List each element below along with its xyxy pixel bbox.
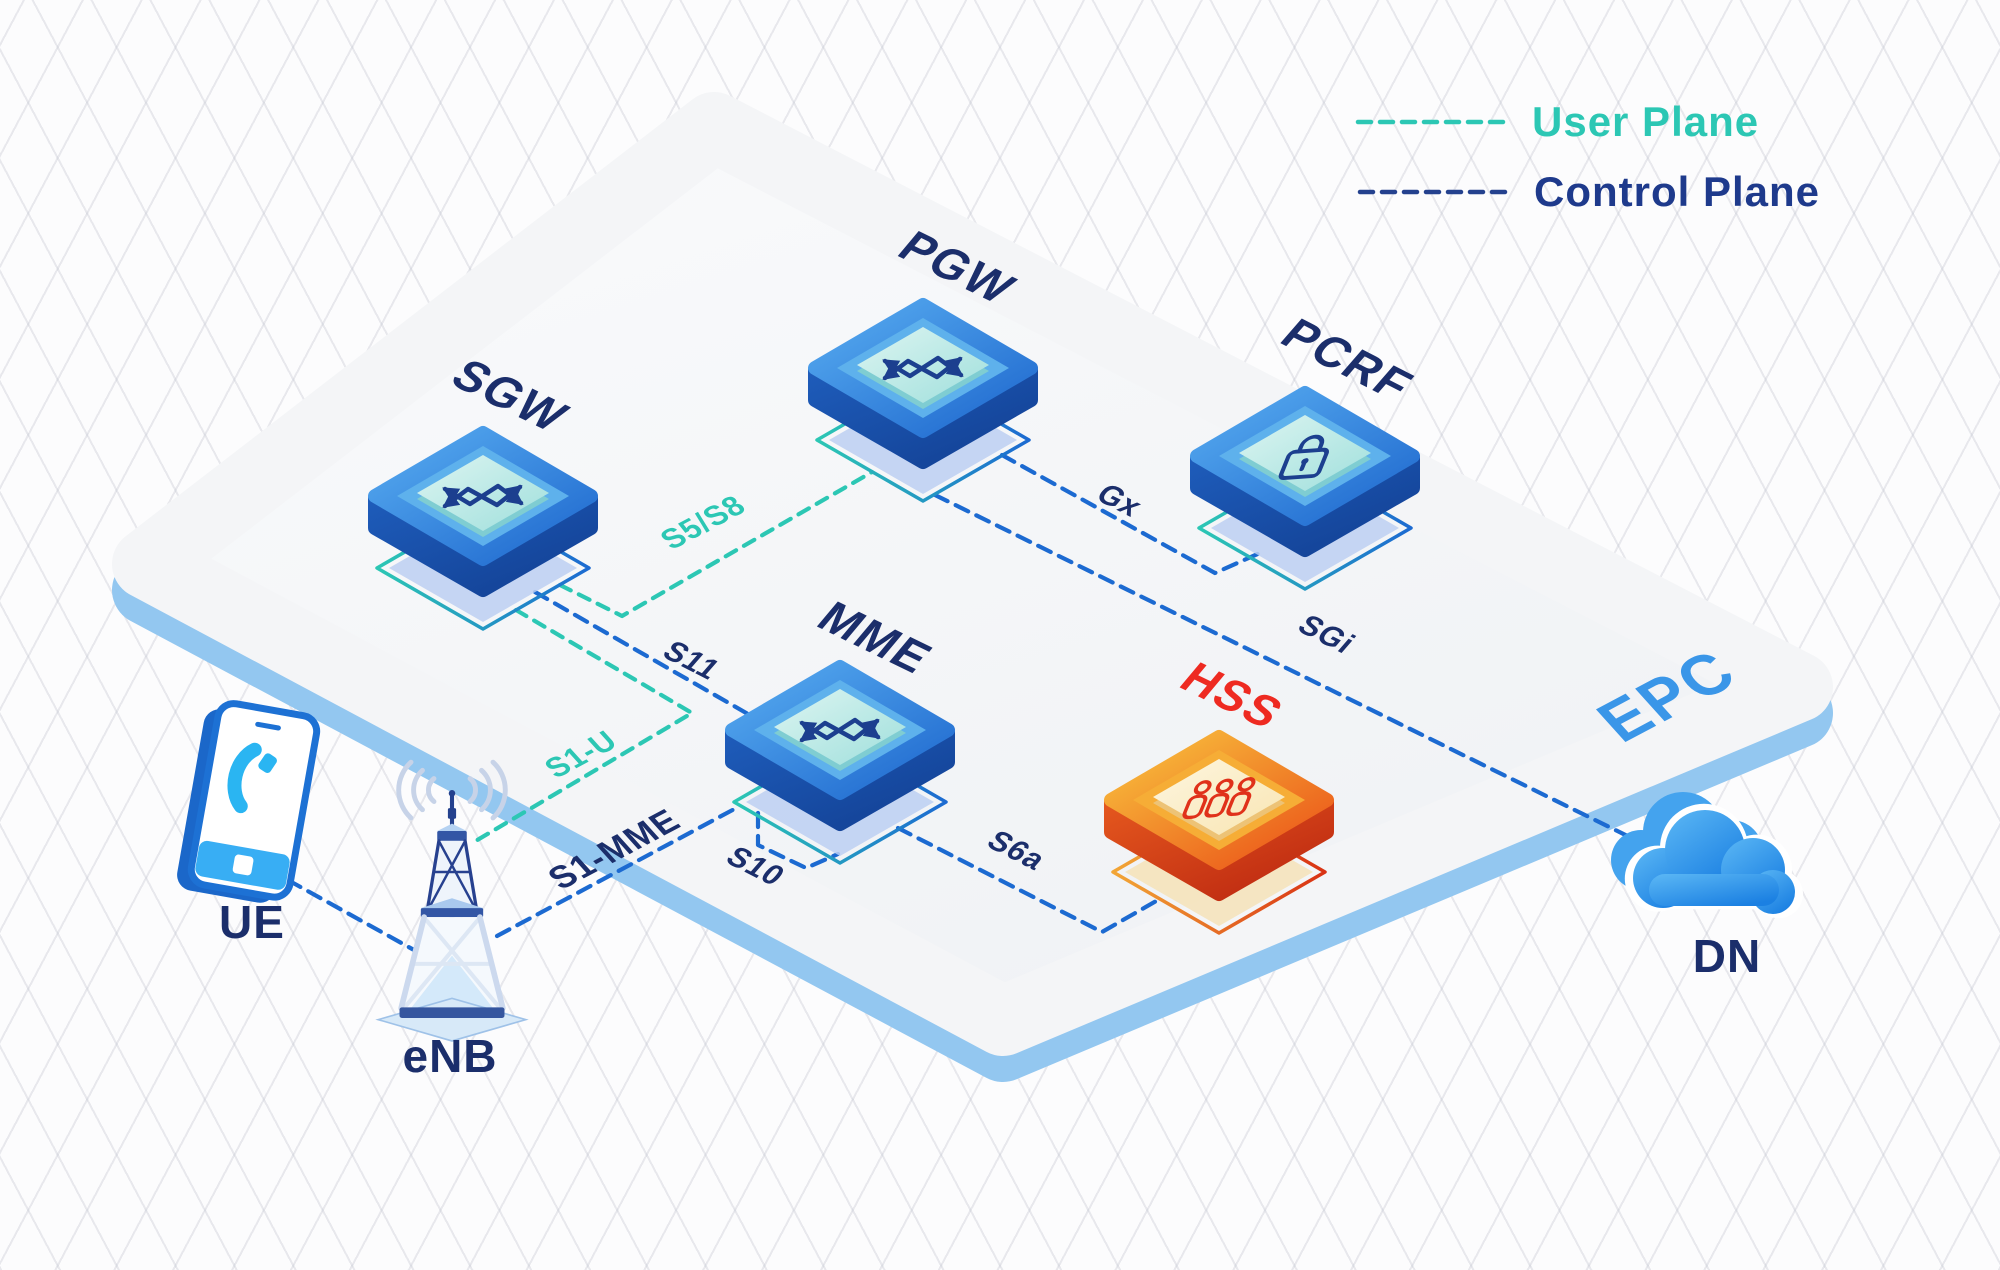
edge-s10-control-plane — [755, 810, 841, 871]
edge-gx-control-plane — [999, 452, 1265, 576]
cell-tower-icon — [375, 759, 529, 1042]
ue-label: UE — [219, 896, 285, 948]
subscribers-icon — [1182, 777, 1256, 820]
lock-icon — [1278, 434, 1329, 481]
edge-s11-control-plane — [532, 589, 751, 717]
edge-s6a-control-plane — [895, 825, 1161, 935]
platform-top — [112, 92, 1833, 1056]
smartphone-icon — [177, 700, 321, 903]
connection-lines — [265, 452, 1663, 953]
signal-waves-icon — [396, 759, 508, 821]
epc-platform: EPC — [112, 92, 1833, 1082]
phone-call-icon — [227, 742, 277, 814]
endpoint-enb — [375, 759, 529, 1042]
antenna-icon — [447, 790, 457, 832]
legend-user-plane-label: User Plane — [1532, 98, 1759, 145]
enb-label: eNB — [402, 1030, 497, 1082]
edge-sgi-control-plane — [932, 492, 1663, 855]
cloud-icon — [1611, 792, 1803, 919]
edge-s5s8-user-plane — [557, 469, 875, 619]
legend: User Plane Control Plane — [1355, 98, 1820, 215]
dn-label: DN — [1693, 930, 1761, 982]
edge-s1u-user-plane — [471, 607, 695, 845]
legend-control-plane-label: Control Plane — [1534, 168, 1820, 215]
edge-s1mme-control-plane — [494, 803, 743, 939]
endpoint-dn — [1611, 792, 1803, 919]
endpoint-ue — [177, 700, 321, 903]
